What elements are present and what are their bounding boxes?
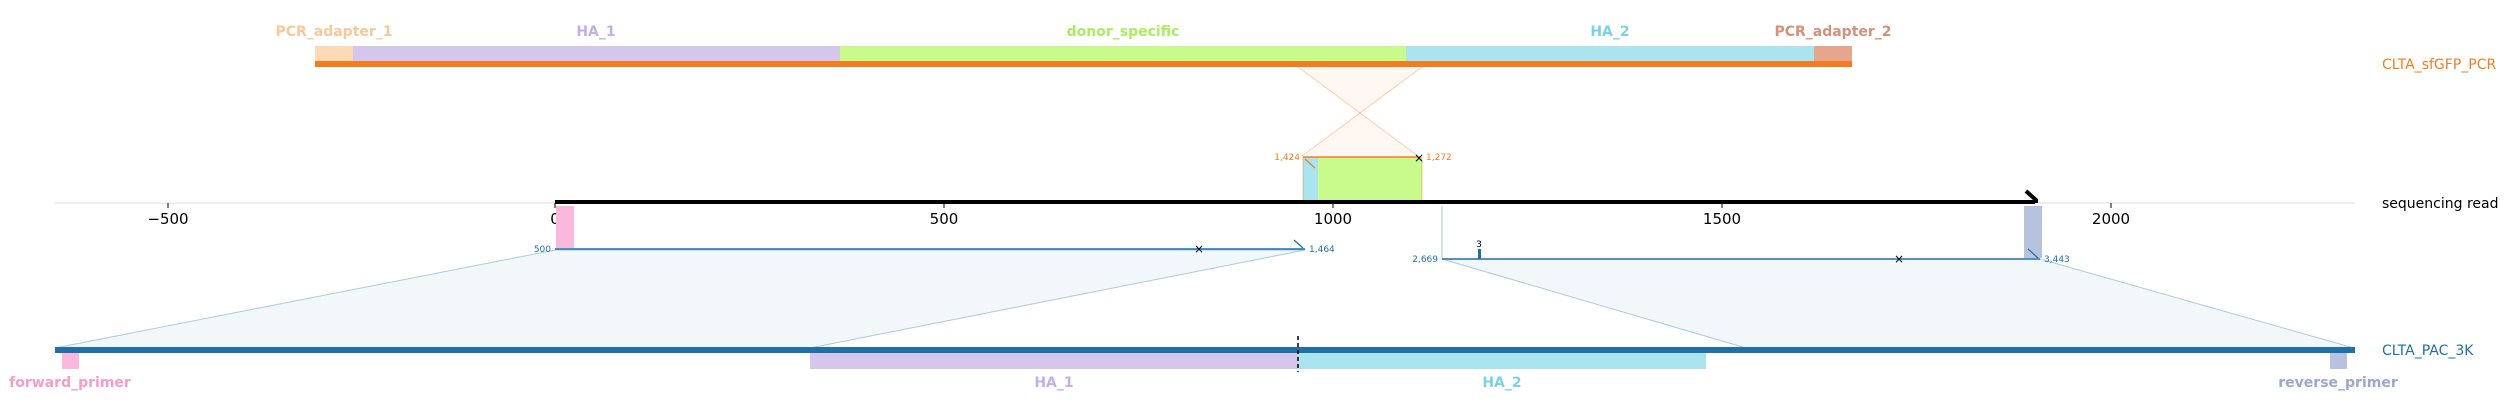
alignment-b-indel-number: 3 xyxy=(1476,240,1482,250)
read-bar[interactable] xyxy=(555,200,2035,204)
sequencing-read-track: −500 0 500 1000 1500 2000 sequencing read xyxy=(55,189,2498,228)
reverse-primer-coverage xyxy=(2024,206,2042,258)
forward-primer-block[interactable] xyxy=(62,353,79,369)
donor-specific-label: donor_specific xyxy=(1067,24,1180,40)
bottom-track-line xyxy=(55,347,2355,353)
top-projection-line-a xyxy=(1297,66,1419,157)
alignment-b-x-marker: × xyxy=(1894,252,1904,266)
axis-tick-label: 2000 xyxy=(2092,210,2130,228)
bottom-track: forward_primer HA_1 HA_2 reverse_primer … xyxy=(9,336,2474,391)
axis-tick-label: 0 xyxy=(550,210,560,228)
ha-2-label: HA_2 xyxy=(1590,24,1629,40)
alignment-b-end-number: 3,443 xyxy=(2044,255,2070,265)
alignment-b-end-tick xyxy=(2027,248,2039,259)
top-projection-fill xyxy=(1298,67,1422,156)
alignment-a-x-marker: × xyxy=(1194,242,1204,256)
reverse-primer-block[interactable] xyxy=(2330,353,2347,369)
top-track: PCR_adapter_1 HA_1 donor_specific HA_2 P… xyxy=(275,24,2496,73)
ha-1-block[interactable] xyxy=(353,46,840,63)
top-track-line xyxy=(315,61,1852,67)
top-alignment-left-number: 1,424 xyxy=(1274,153,1300,163)
top-alignment-tick xyxy=(1304,158,1316,169)
read-direction-arrow xyxy=(2024,189,2038,203)
pcr-adapter-1-block[interactable] xyxy=(315,46,353,63)
read-axis-ticks: −500 0 500 1000 1500 2000 xyxy=(147,203,2130,228)
forward-primer-coverage xyxy=(556,206,574,248)
ha-2-block[interactable] xyxy=(1406,46,1814,63)
pcr-adapter-2-block[interactable] xyxy=(1814,46,1852,63)
top-alignment-x-marker: × xyxy=(1414,151,1424,165)
ha-1-label: HA_1 xyxy=(576,24,615,40)
alignment-b-indel-marker xyxy=(1478,249,1481,259)
reverse-primer-label: reverse_primer xyxy=(2278,375,2398,391)
forward-primer-label: forward_primer xyxy=(9,375,131,391)
alignment-b-start-number: 2,669 xyxy=(1412,255,1438,265)
ha-2-block-bottom[interactable] xyxy=(1298,353,1706,369)
lower-alignment-a: × 500 1,464 xyxy=(534,239,1335,256)
read-coverage xyxy=(556,206,2042,258)
donor-specific-block[interactable] xyxy=(840,46,1406,63)
alignment-a-start-number: 500 xyxy=(534,245,551,255)
axis-tick-label: 1000 xyxy=(1314,210,1352,228)
alignment-a-end-number: 1,464 xyxy=(1309,245,1335,255)
ha-1-label-bottom: HA_1 xyxy=(1034,375,1073,391)
pcr-adapter-2-label: PCR_adapter_2 xyxy=(1774,24,1891,40)
axis-tick-label: −500 xyxy=(147,210,188,228)
bottom-projection-a xyxy=(54,249,1306,349)
axis-tick-label: 1500 xyxy=(1703,210,1741,228)
sequencing-read-label: sequencing read xyxy=(2382,196,2498,212)
ha-2-label-bottom: HA_2 xyxy=(1482,375,1521,391)
lower-alignment-b: 3 × 2,669 3,443 xyxy=(1412,240,2070,266)
top-alignment-right-number: 1,272 xyxy=(1426,153,1452,163)
top-track-name: CLTA_sfGFP_PCR xyxy=(2382,57,2496,73)
top-projection xyxy=(1297,66,1423,157)
bottom-projection-b xyxy=(1441,258,2355,349)
bottom-projection xyxy=(54,249,2355,349)
pcr-adapter-1-label: PCR_adapter_1 xyxy=(275,24,392,40)
bottom-track-name: CLTA_PAC_3K xyxy=(2382,343,2474,359)
top-alignment: × 1,424 1,272 xyxy=(1274,151,1452,201)
axis-tick-label: 500 xyxy=(930,210,959,228)
alignment-a-end-tick xyxy=(1293,239,1304,249)
top-alignment-donor xyxy=(1318,157,1422,201)
ha-1-block-bottom[interactable] xyxy=(810,353,1298,369)
top-projection-line-b xyxy=(1301,66,1423,157)
